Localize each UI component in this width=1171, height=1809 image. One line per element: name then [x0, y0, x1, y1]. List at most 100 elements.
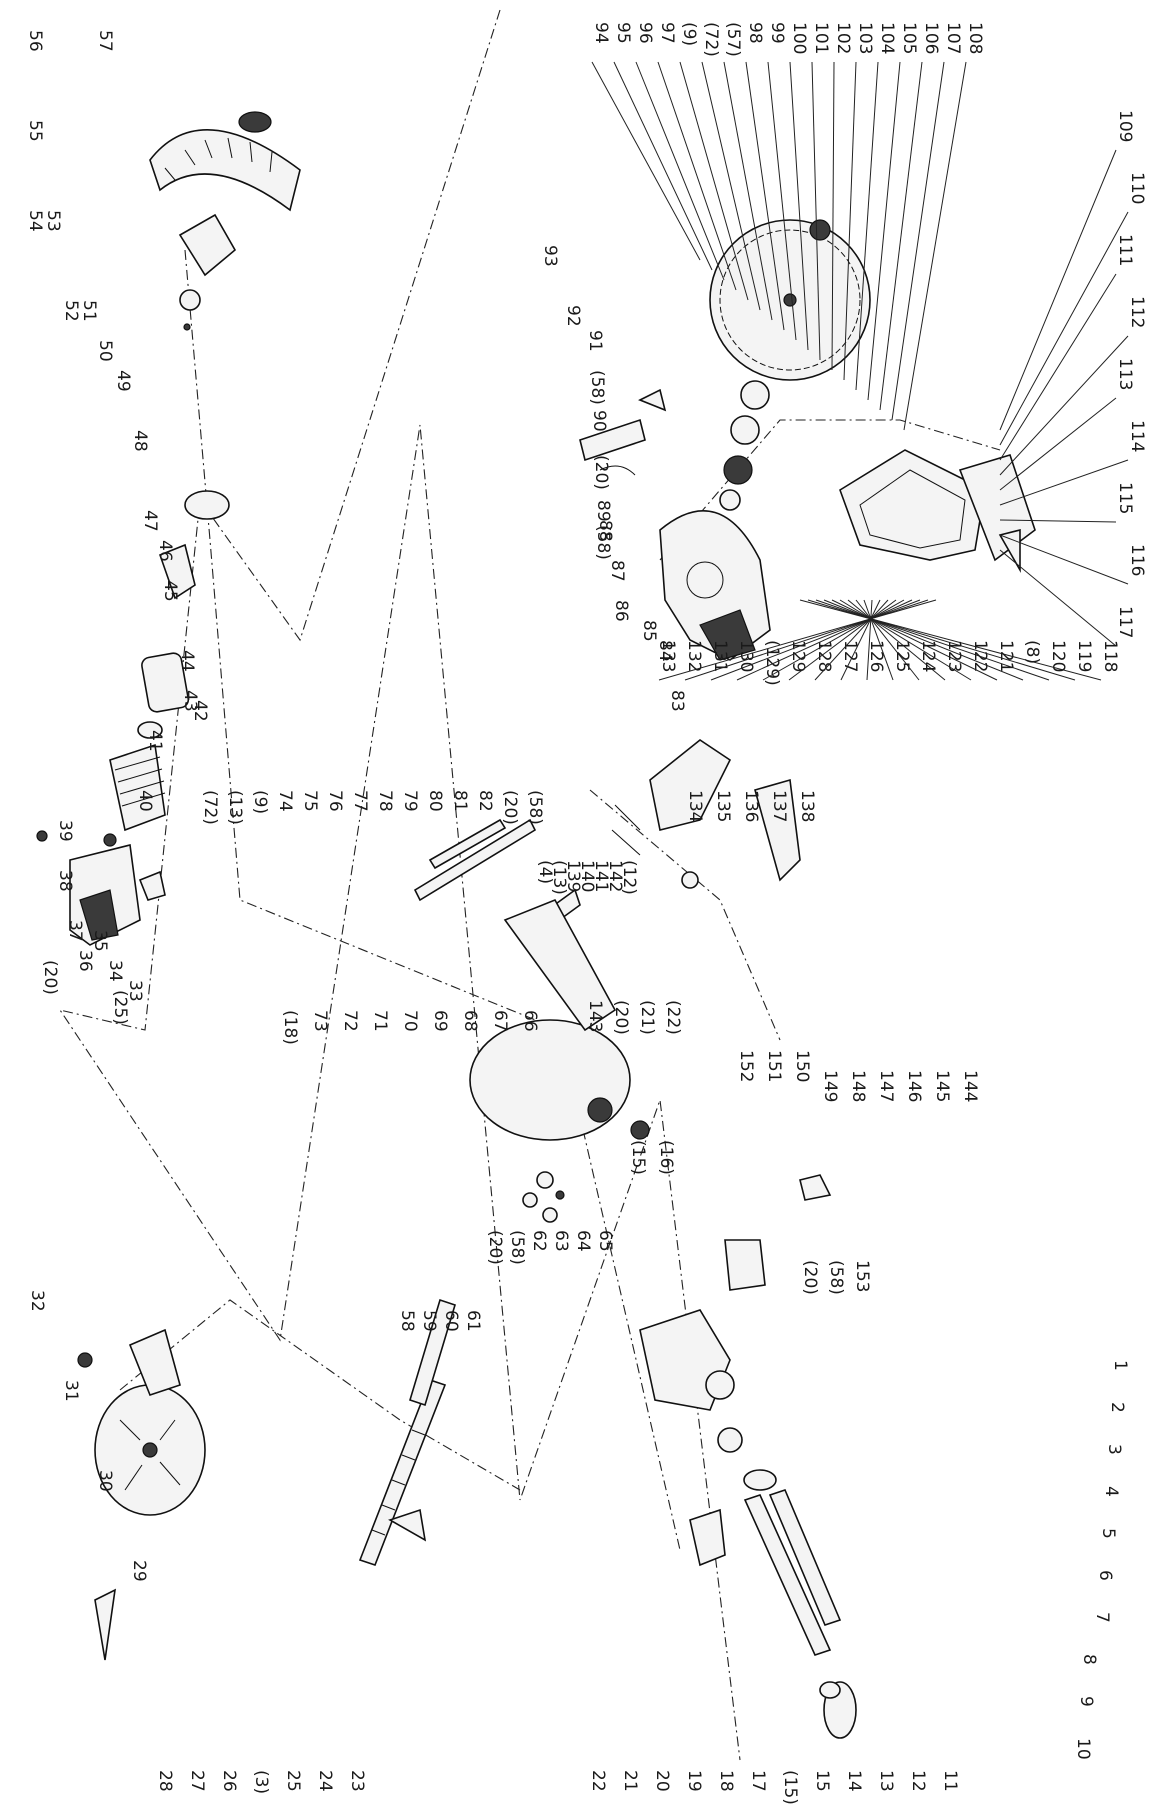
part-label: 67	[490, 1010, 510, 1032]
part-label: (15)	[628, 1140, 648, 1175]
part-label: (20)	[500, 790, 520, 825]
leader-line	[999, 211, 1129, 446]
part-label: 147	[876, 1070, 896, 1102]
part-label: 110	[1127, 172, 1147, 204]
part-label: 111	[1115, 234, 1135, 266]
part-label: 95	[613, 22, 633, 44]
part-label: 152	[736, 1050, 756, 1082]
part-label: 32	[27, 1290, 47, 1312]
leader-line	[788, 599, 897, 681]
part-label: 144	[960, 1070, 980, 1102]
part-label: 20	[652, 1770, 672, 1792]
part-label: 33	[125, 980, 145, 1002]
part-label: 7	[1092, 1612, 1112, 1623]
part-label: (20)	[800, 1260, 820, 1295]
part-label: 82	[475, 790, 495, 812]
part-label: (13)	[225, 790, 245, 825]
part-label: 46	[155, 540, 175, 562]
part-label: 133	[658, 640, 678, 672]
part-label: 48	[130, 430, 150, 452]
part-label: 123	[944, 640, 964, 672]
turntable	[469, 898, 650, 1141]
part-label: 112	[1127, 296, 1147, 328]
part-label: 119	[1074, 640, 1094, 672]
part-label: 134	[685, 790, 705, 822]
part-label: 64	[573, 1230, 593, 1252]
part-label: 4	[1101, 1486, 1121, 1497]
leader-line	[999, 519, 1117, 523]
part-label: 101	[811, 22, 831, 54]
part-label: 37	[65, 920, 85, 942]
part-label: 15	[812, 1770, 832, 1792]
part-label: 135	[713, 790, 733, 822]
part-label: 27	[187, 1770, 207, 1792]
part-label: 52	[61, 300, 81, 322]
part-label: 127	[840, 640, 860, 672]
leader-line	[847, 599, 946, 681]
part-label: 122	[970, 640, 990, 672]
part-label: 50	[95, 340, 115, 362]
leader-line	[999, 273, 1117, 461]
leader-line	[999, 335, 1129, 476]
leader-line	[811, 61, 821, 361]
part-label: 28	[155, 1770, 175, 1792]
part-label: (58)	[826, 1260, 846, 1295]
leader-line	[591, 61, 701, 261]
part-label: 107	[943, 22, 963, 54]
part-label: (22)	[663, 1000, 683, 1035]
part-label: (25)	[110, 990, 130, 1025]
part-label: 132	[684, 640, 704, 672]
part-label: 21	[620, 1770, 640, 1792]
part-label: 99	[767, 22, 787, 44]
saw-blade	[709, 219, 871, 381]
part-label: 54	[25, 210, 45, 232]
part-label: (16)	[656, 1140, 676, 1175]
part-label: 92	[563, 305, 583, 327]
part-label: (20)	[591, 455, 611, 490]
leader-line	[999, 149, 1117, 431]
part-label: (58)	[507, 1230, 527, 1265]
part-label: 120	[1048, 640, 1068, 672]
part-label: 3	[1104, 1444, 1124, 1455]
part-label: 142	[605, 860, 625, 892]
part-label: 23	[347, 1770, 367, 1792]
leader-line	[701, 61, 761, 311]
part-label: 65	[595, 1230, 615, 1252]
part-label: 138	[797, 790, 817, 822]
part-label: 74	[275, 790, 295, 812]
leader-line	[814, 599, 889, 681]
part-label: 139	[563, 860, 583, 892]
part-label: 2	[1107, 1402, 1127, 1413]
part-label: 150	[792, 1050, 812, 1082]
leader-line	[807, 599, 1076, 681]
bracket-151	[724, 1174, 832, 1291]
leader-line	[843, 61, 857, 381]
part-label: 106	[921, 22, 941, 54]
part-label: 14	[844, 1770, 864, 1792]
part-label: (58)	[525, 790, 545, 825]
part-label: 121	[996, 640, 1016, 672]
lock-knob	[689, 1508, 726, 1567]
part-label: 13	[876, 1770, 896, 1792]
part-label: 45	[160, 580, 180, 602]
part-label: 118	[1100, 640, 1120, 672]
leader-line	[999, 459, 1129, 506]
leader-line	[839, 599, 972, 681]
rear-bracket	[639, 1309, 777, 1491]
part-label: 141	[591, 860, 611, 892]
arbor-parts	[719, 380, 770, 511]
part-label: 109	[1115, 110, 1135, 142]
part-label: 1	[1110, 1360, 1130, 1371]
leader-line	[999, 549, 1117, 647]
part-label: 68	[460, 1010, 480, 1032]
part-label: 36	[75, 950, 95, 972]
leader-line	[840, 599, 881, 681]
zigzag-group-line	[58, 9, 741, 1761]
upper-arm-housing	[659, 509, 771, 661]
part-label: 25	[283, 1770, 303, 1792]
part-label: 89	[593, 500, 613, 522]
part-label: 10	[1073, 1738, 1093, 1760]
leader-line	[762, 599, 905, 681]
